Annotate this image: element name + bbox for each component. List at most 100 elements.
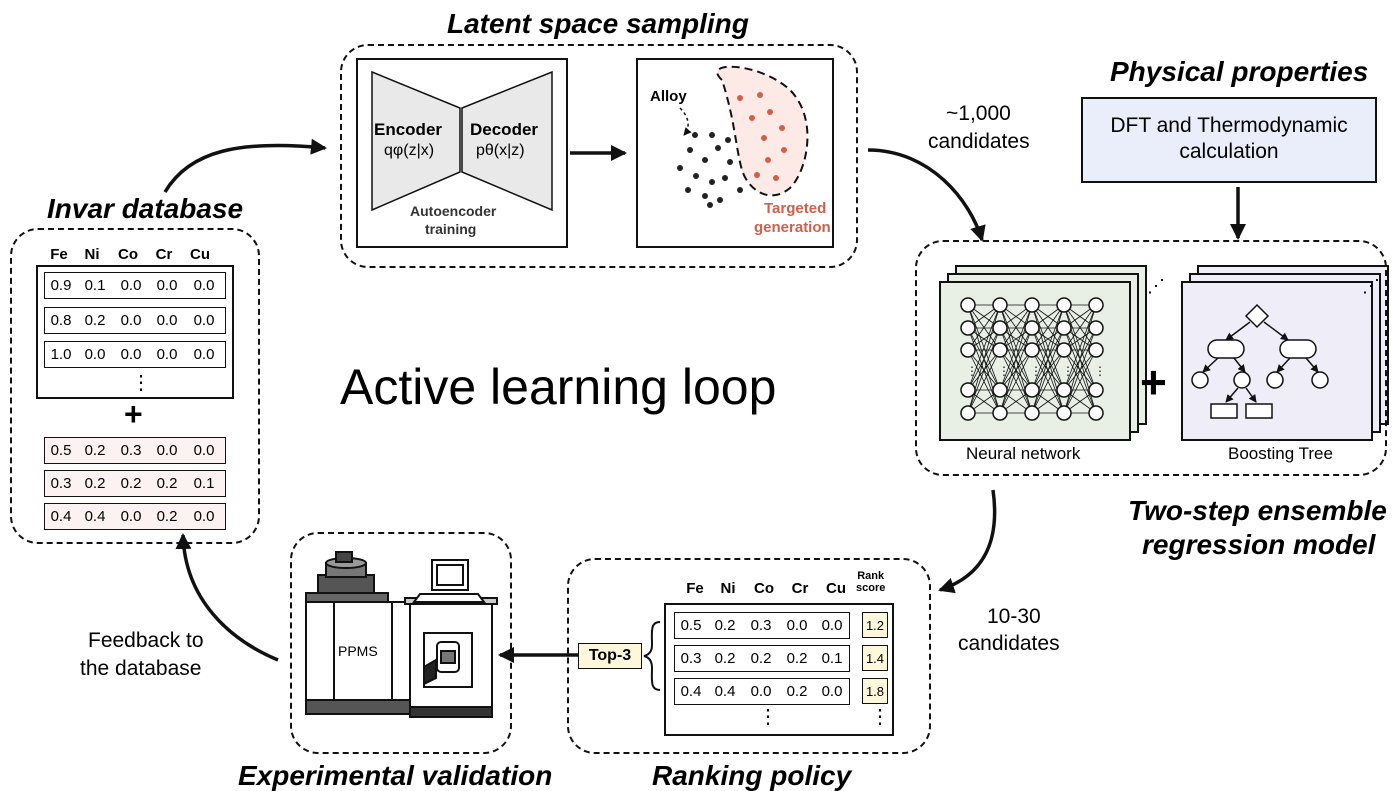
nn-node bbox=[992, 342, 1008, 358]
decoder-label: Decoder bbox=[470, 120, 539, 139]
nn-ellipsis: ⋮ bbox=[1062, 364, 1074, 378]
cell: 0.3 bbox=[750, 617, 772, 634]
invar-header: Fe Ni Co Cr Cu bbox=[44, 246, 218, 263]
cell: 0.4 bbox=[680, 683, 702, 700]
targeted-label-1: Targeted bbox=[764, 200, 827, 217]
ensemble-title-line1: Two-step ensemble bbox=[1128, 495, 1387, 526]
nn-edge bbox=[999, 349, 1033, 414]
svg-text:+: + bbox=[1140, 356, 1167, 408]
nn-edge bbox=[1063, 349, 1097, 414]
targeted-label-2: generation bbox=[754, 219, 831, 236]
nn-edge bbox=[967, 304, 1001, 351]
nn-ellipsis: ⋮ bbox=[966, 364, 978, 378]
invar-header-co: Co bbox=[118, 246, 138, 263]
cell: 0.0 bbox=[193, 442, 215, 459]
cell: 0.2 bbox=[786, 683, 808, 700]
cell: 0.2 bbox=[120, 475, 142, 492]
cell: 0.1 bbox=[193, 475, 215, 492]
cell: 0.4 bbox=[50, 508, 72, 525]
candidates-1000-line1: ~1,000 bbox=[946, 102, 1011, 125]
nn-edge bbox=[1031, 327, 1065, 414]
decoder-shape bbox=[461, 70, 553, 212]
invar-header-fe: Fe bbox=[50, 246, 68, 263]
nn-node bbox=[1056, 382, 1072, 398]
decoder-formula: pθ(x|z) bbox=[476, 142, 525, 159]
nn-edge bbox=[967, 304, 1001, 391]
ranking-title: Ranking policy bbox=[652, 760, 852, 791]
nn-ellipsis: ⋮ bbox=[1030, 364, 1042, 378]
invar-header-cr: Cr bbox=[155, 246, 173, 263]
physical-box-line1: DFT and Thermodynamic bbox=[1110, 114, 1348, 137]
cell: 0.0 bbox=[193, 508, 215, 525]
latent-dots bbox=[677, 132, 743, 208]
cell: 0.1 bbox=[84, 277, 106, 294]
cell: 0.0 bbox=[786, 617, 808, 634]
encoder-formula: qφ(z|x) bbox=[384, 142, 435, 159]
nn-node bbox=[960, 320, 976, 336]
nn-node bbox=[1088, 405, 1104, 421]
cell: 0.0 bbox=[84, 346, 106, 363]
nn-edge bbox=[999, 304, 1033, 391]
cell: 0.0 bbox=[821, 683, 843, 700]
svg-text:⋰: ⋰ bbox=[1362, 276, 1380, 296]
cell: 0.2 bbox=[714, 617, 736, 634]
nn-node bbox=[1056, 405, 1072, 421]
nn-node bbox=[1088, 382, 1104, 398]
cell: 0.2 bbox=[156, 475, 178, 492]
cell: 0.2 bbox=[750, 650, 772, 667]
cell: 0.0 bbox=[120, 312, 142, 329]
cell: 0.0 bbox=[750, 683, 772, 700]
svg-text:⋰: ⋰ bbox=[1147, 276, 1165, 296]
nn-node bbox=[1024, 297, 1040, 313]
latent-title: Latent space sampling bbox=[447, 8, 749, 39]
cell: 0.2 bbox=[714, 650, 736, 667]
nn-node bbox=[1056, 297, 1072, 313]
nn-node bbox=[1024, 342, 1040, 358]
nn-node bbox=[992, 405, 1008, 421]
nn-edge bbox=[1063, 304, 1097, 391]
nn-edge bbox=[967, 327, 1001, 414]
cell: 0.0 bbox=[156, 312, 178, 329]
encoder-shape bbox=[371, 70, 461, 212]
ranking-header-cu: Cu bbox=[826, 580, 846, 597]
arrow-experimental-to-database bbox=[175, 533, 279, 662]
cell: 0.0 bbox=[821, 617, 843, 634]
nn-edge bbox=[1063, 327, 1097, 414]
physical-title: Physical properties bbox=[1110, 56, 1369, 87]
rank-header-2: score bbox=[856, 581, 886, 594]
nn-node bbox=[1024, 382, 1040, 398]
rank-score-header: Rank score bbox=[856, 570, 886, 594]
cell: 0.2 bbox=[786, 650, 808, 667]
cell: 0.2 bbox=[84, 475, 106, 492]
center-title: Active learning loop bbox=[340, 359, 777, 415]
candidates-1030-line2: candidates bbox=[958, 632, 1060, 655]
invar-title: Invar database bbox=[47, 193, 244, 224]
rank-score: 1.8 bbox=[862, 678, 888, 704]
nn-edge bbox=[1031, 349, 1065, 414]
cell: 0.0 bbox=[193, 312, 215, 329]
cell: 1.0 bbox=[50, 346, 72, 363]
nn-label: Neural network bbox=[966, 444, 1081, 463]
cell: 0.2 bbox=[84, 312, 106, 329]
cell: 0.0 bbox=[156, 346, 178, 363]
invar-plus: + bbox=[124, 396, 143, 432]
physical-box-line2: calculation bbox=[1179, 140, 1279, 164]
nn-node bbox=[1056, 342, 1072, 358]
arrow-latent-to-ensemble bbox=[867, 148, 986, 242]
ppms-machine bbox=[305, 551, 498, 718]
cell: 0.2 bbox=[156, 508, 178, 525]
autoencoder-card bbox=[356, 58, 568, 248]
candidates-1000-line2: candidates bbox=[928, 130, 1030, 153]
nn-edge bbox=[967, 349, 1001, 414]
ensemble-panel bbox=[915, 240, 1387, 476]
nn-node bbox=[1056, 320, 1072, 336]
cell: 0.4 bbox=[84, 508, 106, 525]
rank-score: 1.2 bbox=[862, 612, 888, 638]
cell: 0.8 bbox=[50, 312, 72, 329]
